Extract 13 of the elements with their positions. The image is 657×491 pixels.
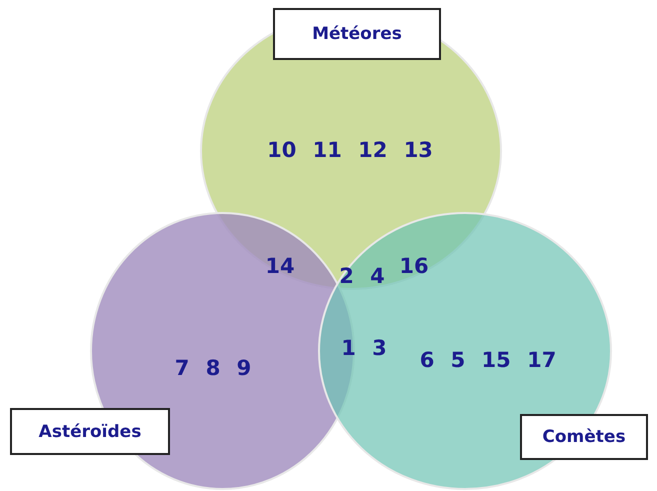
region-numbers: 16	[399, 254, 429, 278]
label-box	[520, 414, 648, 460]
region-numbers: 14	[265, 254, 295, 278]
region-numbers: 10 11 12 13	[267, 138, 433, 162]
region-numbers: 2 4	[339, 264, 385, 288]
set-name: Comètes	[542, 427, 626, 447]
region-numbers: 7 8 9	[174, 356, 252, 380]
label-box	[10, 408, 170, 455]
set-name: Météores	[312, 24, 402, 44]
region-numbers: 6 5 15 17	[420, 348, 556, 372]
set-name: Astéroïdes	[38, 422, 142, 442]
label-box	[273, 8, 441, 60]
region-numbers: 1 3	[341, 336, 387, 360]
